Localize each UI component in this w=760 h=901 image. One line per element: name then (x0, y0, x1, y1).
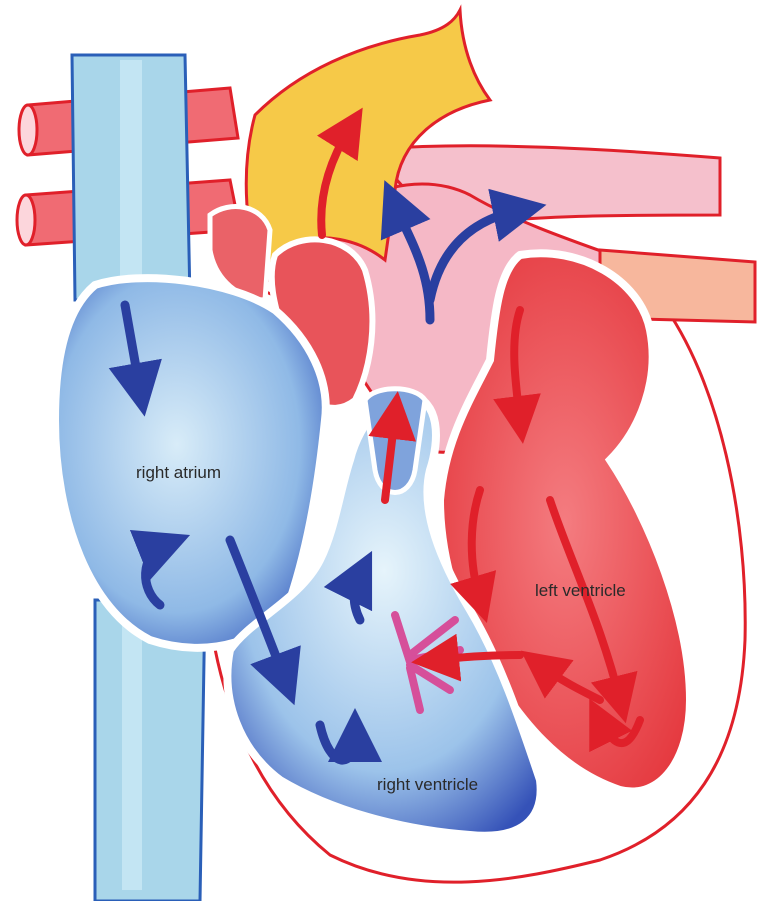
label-left-ventricle: left ventricle (535, 581, 626, 600)
deoxygenated-flow-arrows (108, 180, 547, 765)
vena-cava-highlight (120, 60, 142, 290)
label-right-atrium: right atrium (136, 463, 221, 482)
vena-cava-highlight-lower (122, 610, 142, 890)
oxygenated-flow-arrows (316, 107, 644, 753)
vessel-opening-lower (15, 193, 37, 247)
vessel-opening-upper (17, 103, 39, 157)
label-right-ventricle: right ventricle (377, 775, 478, 794)
